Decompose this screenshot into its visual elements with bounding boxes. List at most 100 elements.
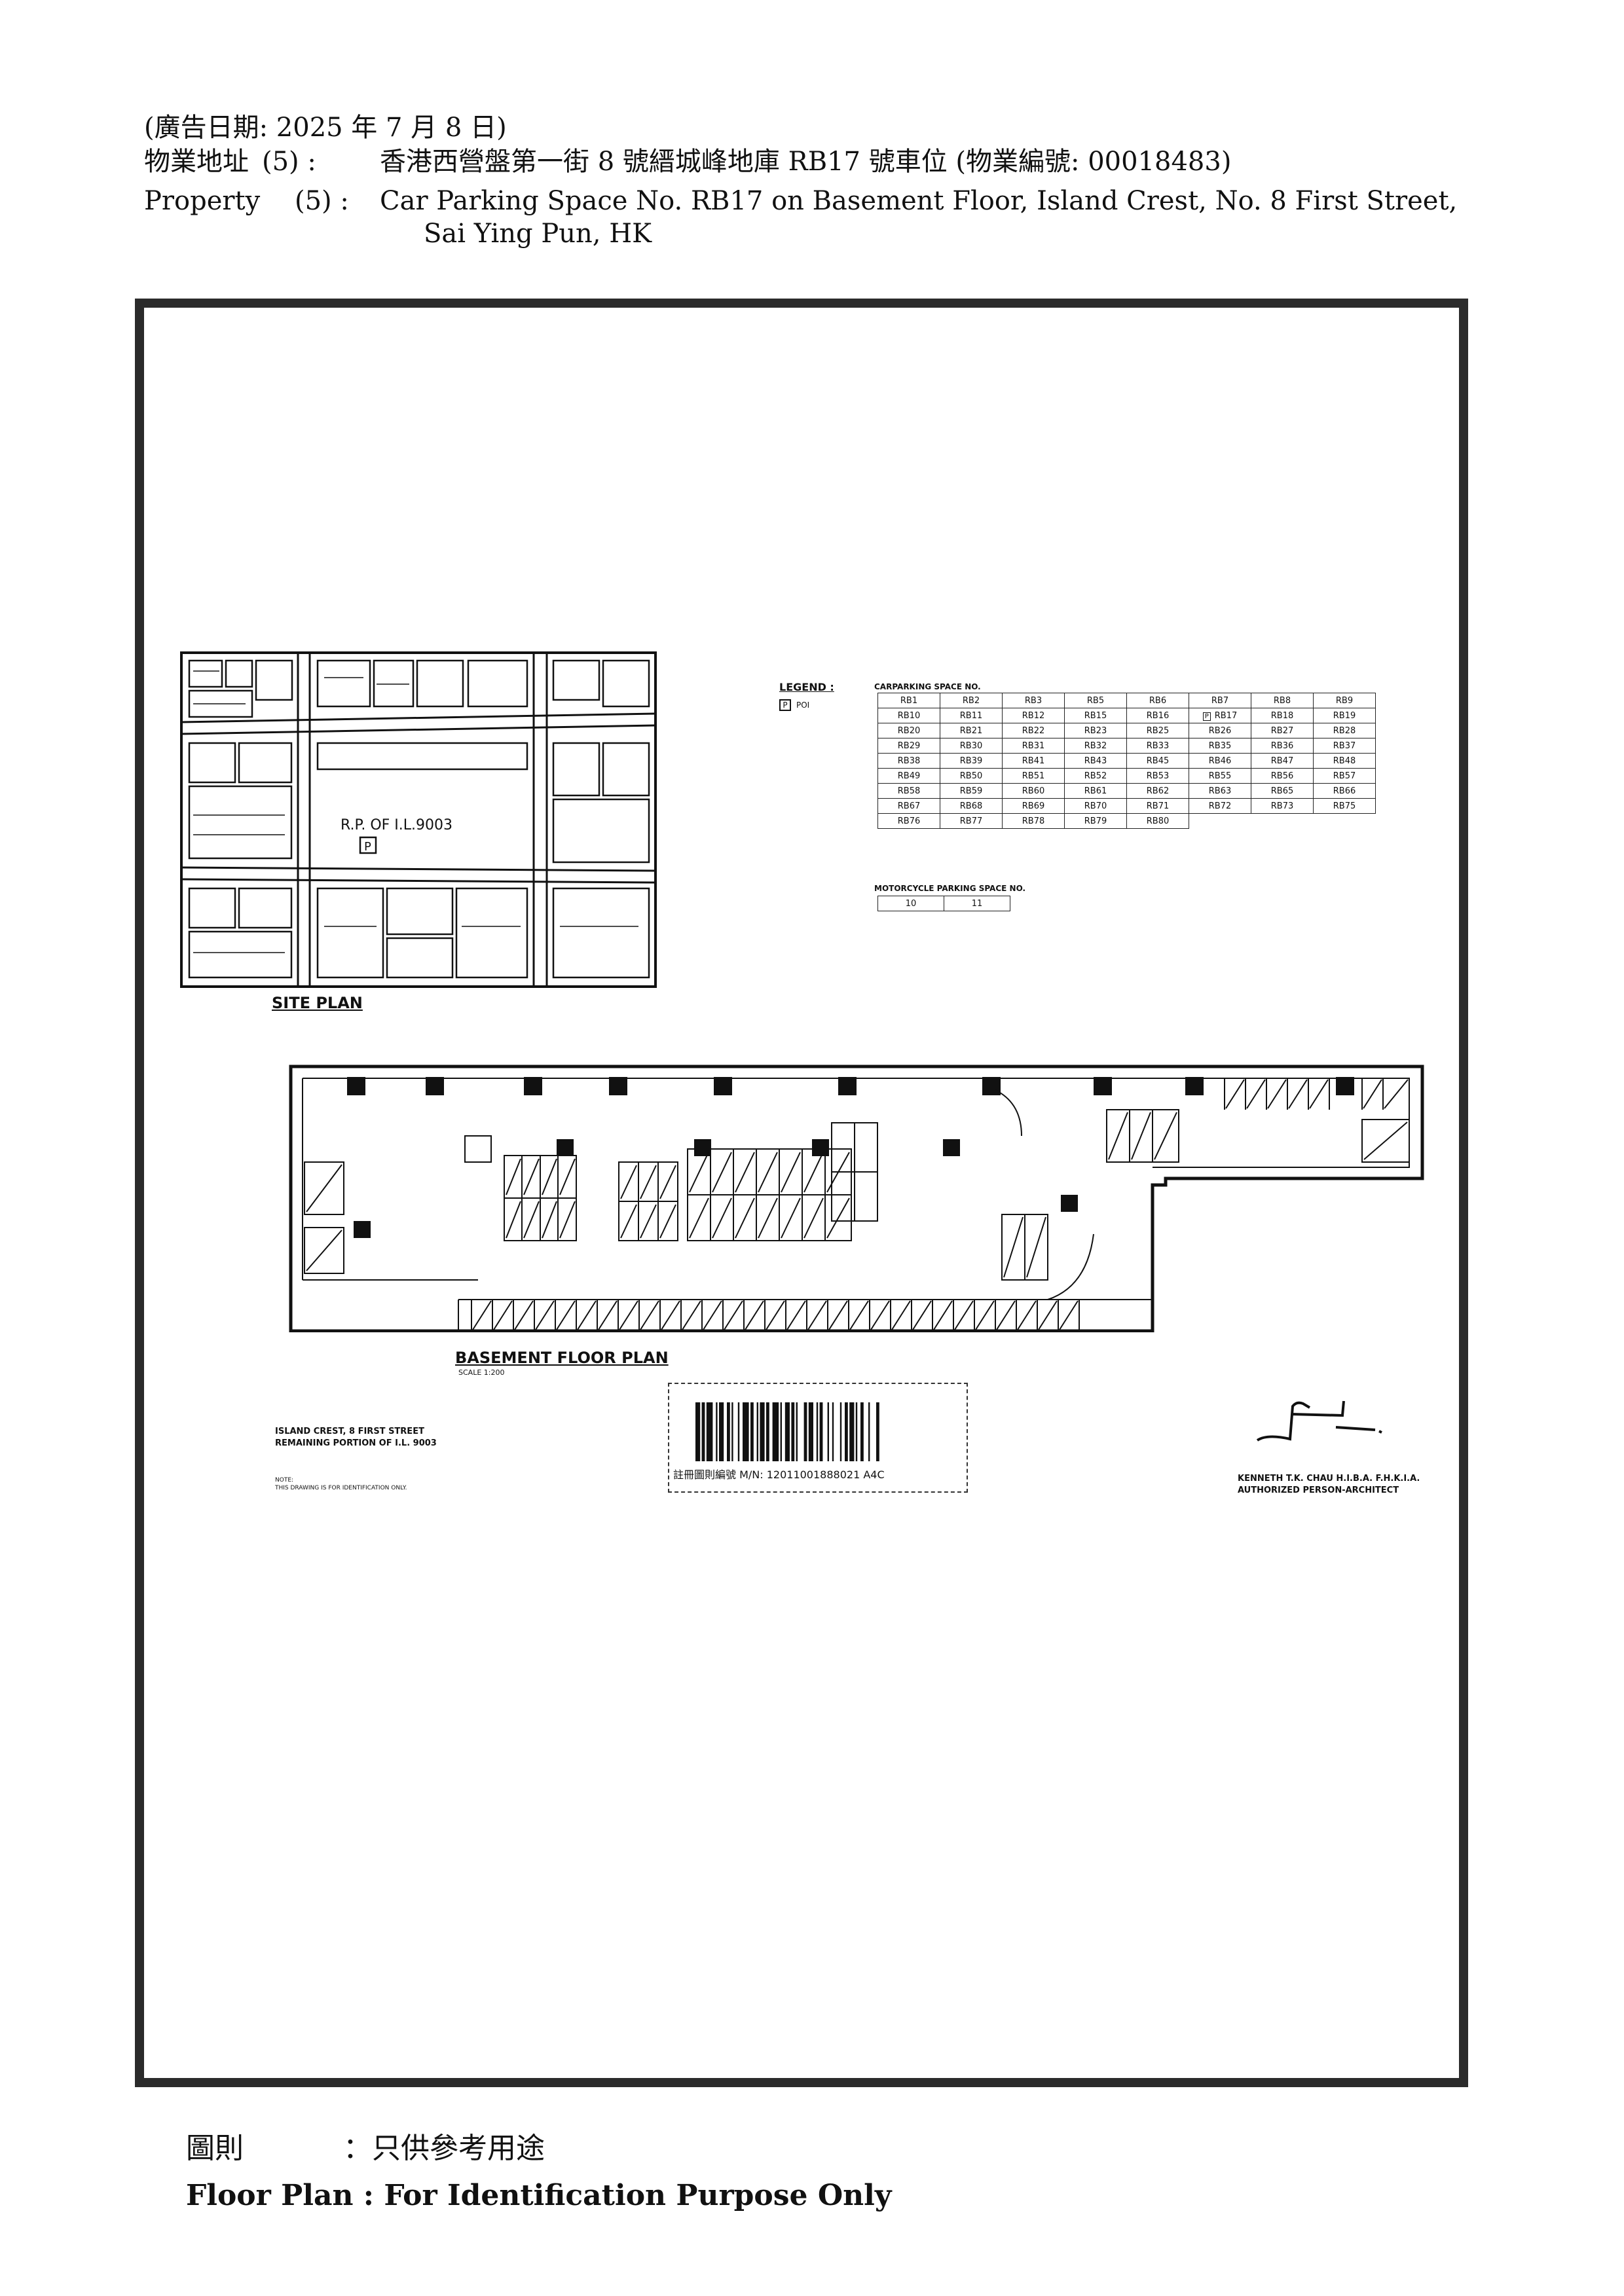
barcode-bar: [766, 1402, 769, 1461]
architect-line1: KENNETH T.K. CHAU H.I.B.A. F.H.K.I.A.: [1238, 1474, 1420, 1484]
project-note-label: NOTE:: [275, 1477, 294, 1484]
carpark-cell: RB48: [1313, 753, 1376, 769]
carpark-cell: RB6: [1126, 693, 1189, 708]
barcode-bar: [840, 1402, 842, 1461]
carpark-cell: RB52: [1064, 768, 1127, 784]
carpark-cell: RB25: [1126, 723, 1189, 738]
barcode-bar: [780, 1402, 782, 1461]
barcode-bar: [816, 1402, 819, 1461]
barcode-bar: [719, 1402, 724, 1461]
project-line1: ISLAND CREST, 8 FIRST STREET: [275, 1427, 424, 1436]
barcode-bar: [796, 1402, 798, 1461]
carpark-cell: RB67: [877, 798, 940, 814]
carpark-cell: RB33: [1126, 738, 1189, 754]
carpark-cell: RB73: [1251, 798, 1314, 814]
address-zh-no: (5) :: [262, 147, 316, 177]
carpark-cell: RB28: [1313, 723, 1376, 738]
barcode-bar: [855, 1402, 858, 1461]
carpark-cell: RB41: [1002, 753, 1065, 769]
barcode-bar: [737, 1402, 740, 1461]
barcode-bar: [808, 1402, 813, 1461]
site-plan-map: R.P. OF I.L.9003 P: [180, 651, 657, 988]
address-zh-line: 物業地址(5) :香港西營盤第一街 8 號縉城峰地庫 RB17 號車位 (物業編…: [144, 145, 1231, 178]
footer-zh-label: 圖則: [186, 2132, 244, 2165]
carpark-cell: RB55: [1189, 768, 1251, 784]
barcode-bar: [760, 1402, 765, 1461]
barcode-bar: [756, 1402, 758, 1461]
carpark-cell: RB36: [1251, 738, 1314, 754]
barcode-bar: [876, 1402, 879, 1461]
barcode-bar: [731, 1402, 733, 1461]
carpark-cell: RB71: [1126, 798, 1189, 814]
project-line2: REMAINING PORTION OF I.L. 9003: [275, 1438, 437, 1448]
carpark-cell: RB16: [1126, 708, 1189, 723]
carpark-cell: RB60: [1002, 783, 1065, 799]
carpark-cell: RB51: [1002, 768, 1065, 784]
carpark-cell: RB75: [1313, 798, 1376, 814]
barcode-bar: [743, 1402, 749, 1461]
carpark-cell: RB49: [877, 768, 940, 784]
property-no: (5) :: [295, 186, 349, 216]
carpark-cell: [1314, 814, 1376, 829]
address-en-line1: Car Parking Space No. RB17 on Basement F…: [380, 186, 1458, 216]
property-label: Property: [144, 186, 261, 216]
site-plan-title: SITE PLAN: [272, 994, 363, 1012]
carpark-p-marker: P: [1202, 712, 1211, 721]
barcode-bar: [827, 1402, 829, 1461]
carpark-cell-label: RB17: [1214, 710, 1238, 721]
carpark-cell: RB10: [877, 708, 940, 723]
carpark-cell: RB76: [877, 813, 940, 829]
legend-p-text: POI: [796, 701, 810, 710]
carpark-cell: RB59: [940, 783, 1003, 799]
architect-signature: [1256, 1400, 1382, 1442]
carpark-cell: RB61: [1064, 783, 1127, 799]
carpark-cell: RB30: [940, 738, 1003, 754]
barcode-bar: [706, 1402, 713, 1461]
carpark-cell: [1251, 814, 1314, 829]
carpark-cell: RB39: [940, 753, 1003, 769]
carpark-cell: RB72: [1189, 798, 1251, 814]
footer-zh: 圖則：只供參考用途: [186, 2124, 545, 2166]
carpark-cell: RB23: [1064, 723, 1127, 738]
carpark-cell: RB32: [1064, 738, 1127, 754]
carpark-cell: RB3: [1002, 693, 1065, 708]
carpark-cell: RB7: [1189, 693, 1251, 708]
carpark-cell: RB11: [940, 708, 1003, 723]
barcode-bar: [845, 1402, 848, 1461]
carpark-cell: RB9: [1313, 693, 1376, 708]
carpark-cell: RB38: [877, 753, 940, 769]
motorcycle-cell: 10: [877, 896, 944, 911]
project-note: NOTE: THIS DRAWING IS FOR IDENTIFICATION…: [275, 1476, 407, 1492]
project-note-text: THIS DRAWING IS FOR IDENTIFICATION ONLY.: [275, 1485, 407, 1491]
carpark-cell: RB2: [940, 693, 1003, 708]
barcode-bar: [695, 1402, 701, 1461]
carpark-cell: RB26: [1189, 723, 1251, 738]
basement-plan-title: BASEMENT FLOOR PLAN: [455, 1349, 669, 1367]
property-line: Property (5) : Car Parking Space No. RB17 …: [144, 185, 1457, 217]
carpark-title: CARPARKING SPACE NO.: [874, 682, 981, 691]
carpark-cell: RB69: [1002, 798, 1065, 814]
carpark-cell: RB47: [1251, 753, 1314, 769]
motorcycle-title: MOTORCYCLE PARKING SPACE NO.: [874, 884, 1026, 893]
carpark-cell: RB27: [1251, 723, 1314, 738]
carpark-cell: RB58: [877, 783, 940, 799]
carpark-cell: RB80: [1126, 813, 1189, 829]
barcode-bar: [772, 1402, 779, 1461]
barcode-image: [695, 1402, 879, 1461]
motorcycle-cell: 11: [944, 896, 1010, 911]
carpark-cell: RB20: [877, 723, 940, 738]
site-lot-label: R.P. OF I.L.9003: [341, 817, 452, 833]
barcode-bar: [868, 1402, 870, 1461]
footer-en: Floor Plan : For Identification Purpose …: [186, 2179, 892, 2212]
barcode-bar: [701, 1402, 705, 1461]
carpark-cell: RB65: [1251, 783, 1314, 799]
carpark-cell: RB19: [1313, 708, 1376, 723]
